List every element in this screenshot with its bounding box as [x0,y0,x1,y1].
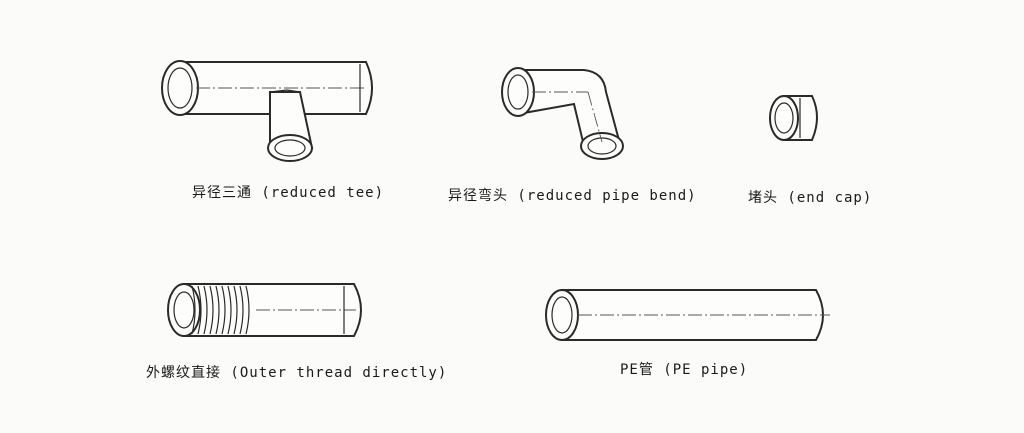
end-cap-label: 堵头 (end cap) [748,190,873,206]
end-cap-drawing [769,95,818,141]
pe-pipe-label: PE管 (PE pipe) [620,362,749,378]
reduced-pipe-bend-label: 异径弯头 (reduced pipe bend) [448,188,697,204]
reduced-pipe-bend-drawing [501,67,624,160]
outer-thread-label: 外螺纹直接 (Outer thread directly) [146,365,448,381]
pe-pipe-drawing [545,289,830,341]
thread-lines [191,285,250,335]
outer-thread-drawing [167,283,362,337]
reduced-tee-drawing [161,60,373,162]
reduced-tee-label: 异径三通 (reduced tee) [192,185,385,201]
